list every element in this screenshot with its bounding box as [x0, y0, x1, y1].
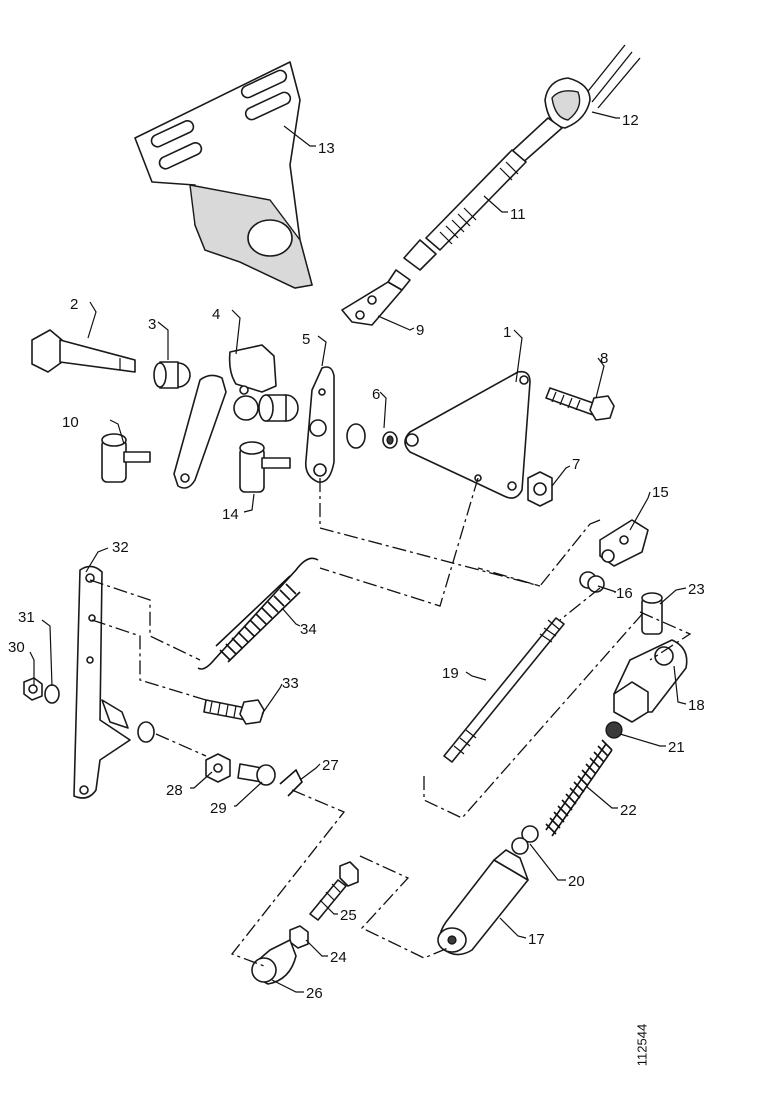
part-15-clevis: [599, 519, 649, 567]
part-16-washer: [579, 571, 605, 593]
part-14-pin: [239, 441, 291, 493]
part-10-pin: [101, 433, 151, 483]
callout-13: 13: [318, 140, 335, 157]
part-33-bolt: [203, 699, 265, 725]
callout-28: 28: [166, 782, 183, 799]
callout-5: 5: [302, 331, 310, 348]
callout-33: 33: [282, 675, 299, 692]
part-5-lever: [304, 366, 335, 483]
callout-9: 9: [416, 322, 424, 339]
callout-29: 29: [210, 800, 227, 817]
part-spacer-bush: [258, 394, 299, 422]
callout-32: 32: [112, 539, 129, 556]
part-6-washer: [346, 423, 398, 449]
part-1-lever-plate: [404, 370, 531, 499]
part-32-lever-arm: [73, 565, 131, 799]
document-ref-text: 112544: [634, 1023, 650, 1067]
part-23-pin: [641, 592, 663, 635]
part-17-cylinder: [437, 849, 529, 956]
part-7-nut: [527, 471, 553, 507]
part-11-cable-adjuster: [403, 117, 563, 271]
part-19-threaded-rod: [443, 617, 565, 763]
part-28-nut: [205, 753, 231, 783]
callout-15: 15: [652, 484, 669, 501]
part-27-clip: [279, 768, 303, 797]
part-31-washer: [44, 684, 60, 704]
callout-18: 18: [688, 697, 705, 714]
callout-10: 10: [62, 414, 79, 431]
callout-3: 3: [148, 316, 156, 333]
part-8-bolt: [545, 387, 615, 421]
callout-12: 12: [622, 112, 639, 129]
part-22-spring: [545, 739, 613, 837]
callout-25: 25: [340, 907, 357, 924]
callout-21: 21: [668, 739, 685, 756]
part-18-block: [613, 639, 688, 723]
callout-2: 2: [70, 296, 78, 313]
callout-30: 30: [8, 639, 25, 656]
assembly-lines: [89, 477, 692, 967]
callout-16: 16: [616, 585, 633, 602]
part-washer-32: [137, 721, 155, 743]
callout-20: 20: [568, 873, 585, 890]
callout-4: 4: [212, 306, 220, 323]
callout-26: 26: [306, 985, 323, 1002]
callout-11: 11: [510, 206, 526, 223]
callout-19: 19: [442, 665, 459, 682]
part-9-clevis: [341, 269, 411, 326]
callout-8: 8: [600, 350, 608, 367]
part-26-ball-joint: [251, 939, 297, 985]
part-4-lever: [173, 344, 277, 489]
part-30-nut: [23, 677, 43, 701]
part-13-mounting-bracket: [134, 61, 313, 289]
callout-1: 1: [503, 324, 511, 341]
callout-labels: 1 2 3 4 5 6 7 8 9 10 11 12 13 14 15 16 1…: [8, 112, 705, 1002]
part-12-cable-boot: [544, 44, 641, 129]
part-24-nut: [289, 925, 309, 949]
callout-31: 31: [18, 609, 35, 626]
callout-6: 6: [372, 386, 380, 403]
part-34-spring: [197, 557, 319, 670]
part-20-nut: [511, 825, 539, 855]
callout-24: 24: [330, 949, 347, 966]
callout-17: 17: [528, 931, 545, 948]
callout-23: 23: [688, 581, 705, 598]
callout-22: 22: [620, 802, 637, 819]
document-reference-number: 112544: [622, 1010, 662, 1080]
part-3-bush: [153, 361, 191, 389]
leader-lines: [29, 111, 687, 993]
callout-7: 7: [572, 456, 580, 473]
part-21-washer: [605, 721, 623, 739]
part-29-bolt: [237, 763, 276, 786]
callout-27: 27: [322, 757, 339, 774]
callout-34: 34: [300, 621, 317, 638]
part-2-bolt: [31, 329, 136, 373]
callout-14: 14: [222, 506, 239, 523]
